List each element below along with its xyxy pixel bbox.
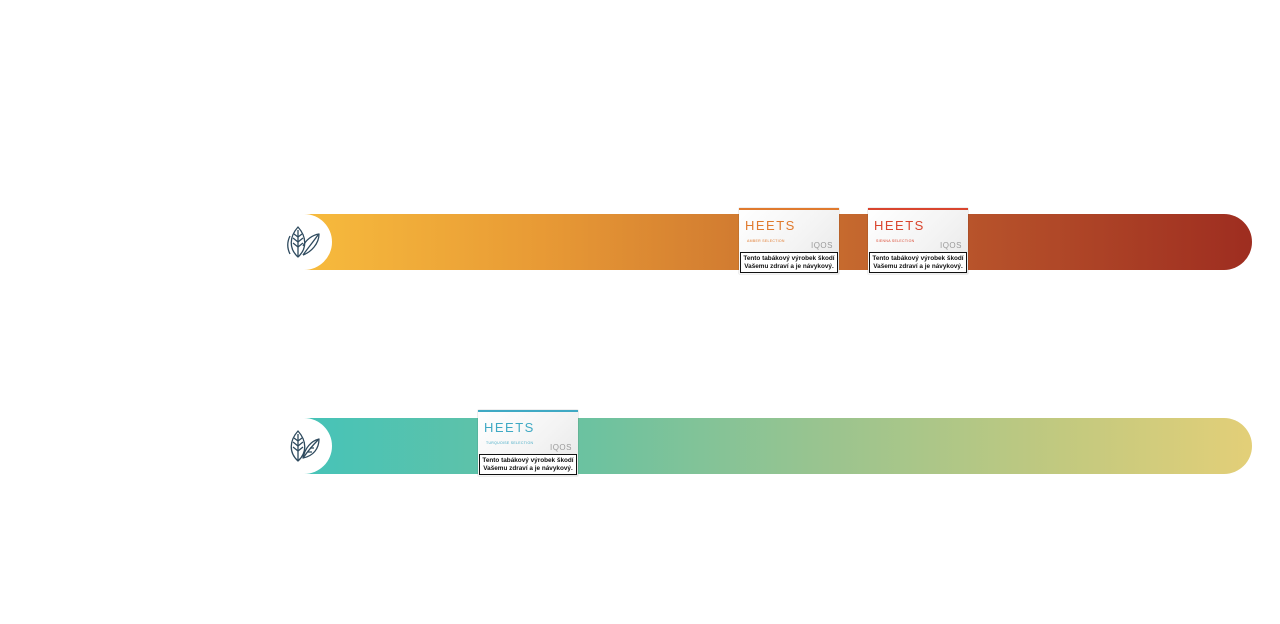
- pack-sub-brand: IQOS: [939, 241, 962, 250]
- pack-accent-line: [868, 208, 968, 210]
- flavor-intensity-bar-cool: [304, 418, 1252, 474]
- ghost-text: [355, 122, 415, 136]
- pack-variant: Amber Selection: [747, 239, 785, 243]
- health-warning-line: Vašemu zdraví a je návykový.: [744, 262, 834, 270]
- health-warning: Tento tabákový výrobek škodí Vašemu zdra…: [479, 454, 577, 475]
- pack-brand: HEETS: [745, 218, 796, 233]
- product-pack-turquoise[interactable]: HEETS Turquoise Selection IQOS Tento tab…: [478, 410, 578, 476]
- tobacco-leaf-icon: [287, 226, 320, 258]
- pack-accent-line: [478, 410, 578, 412]
- health-warning-line: Vašemu zdraví a je návykový.: [873, 262, 963, 270]
- product-pack-sienna[interactable]: HEETS Sienna Selection IQOS Tento tabáko…: [868, 208, 968, 274]
- pack-accent-line: [739, 208, 839, 210]
- pack-variant: Sienna Selection: [876, 239, 915, 243]
- pack-brand: HEETS: [874, 218, 925, 233]
- product-pack-amber[interactable]: HEETS Amber Selection IQOS Tento tabákov…: [739, 208, 839, 274]
- health-warning-line: Tento tabákový výrobek škodí: [872, 254, 964, 262]
- menthol-leaf-icon: [290, 430, 320, 462]
- health-warning: Tento tabákový výrobek škodí Vašemu zdra…: [869, 252, 967, 273]
- health-warning-line: Tento tabákový výrobek škodí: [743, 254, 835, 262]
- tobacco-leaf-icon-container: [276, 214, 332, 270]
- pack-variant: Turquoise Selection: [486, 441, 534, 445]
- pack-brand: HEETS: [484, 420, 535, 435]
- menthol-leaf-icon-container: [276, 418, 332, 474]
- health-warning-line: Tento tabákový výrobek škodí: [482, 456, 574, 464]
- pack-sub-brand: IQOS: [810, 241, 833, 250]
- health-warning: Tento tabákový výrobek škodí Vašemu zdra…: [740, 252, 838, 273]
- health-warning-line: Vašemu zdraví a je návykový.: [483, 464, 573, 472]
- pack-sub-brand: IQOS: [549, 443, 572, 452]
